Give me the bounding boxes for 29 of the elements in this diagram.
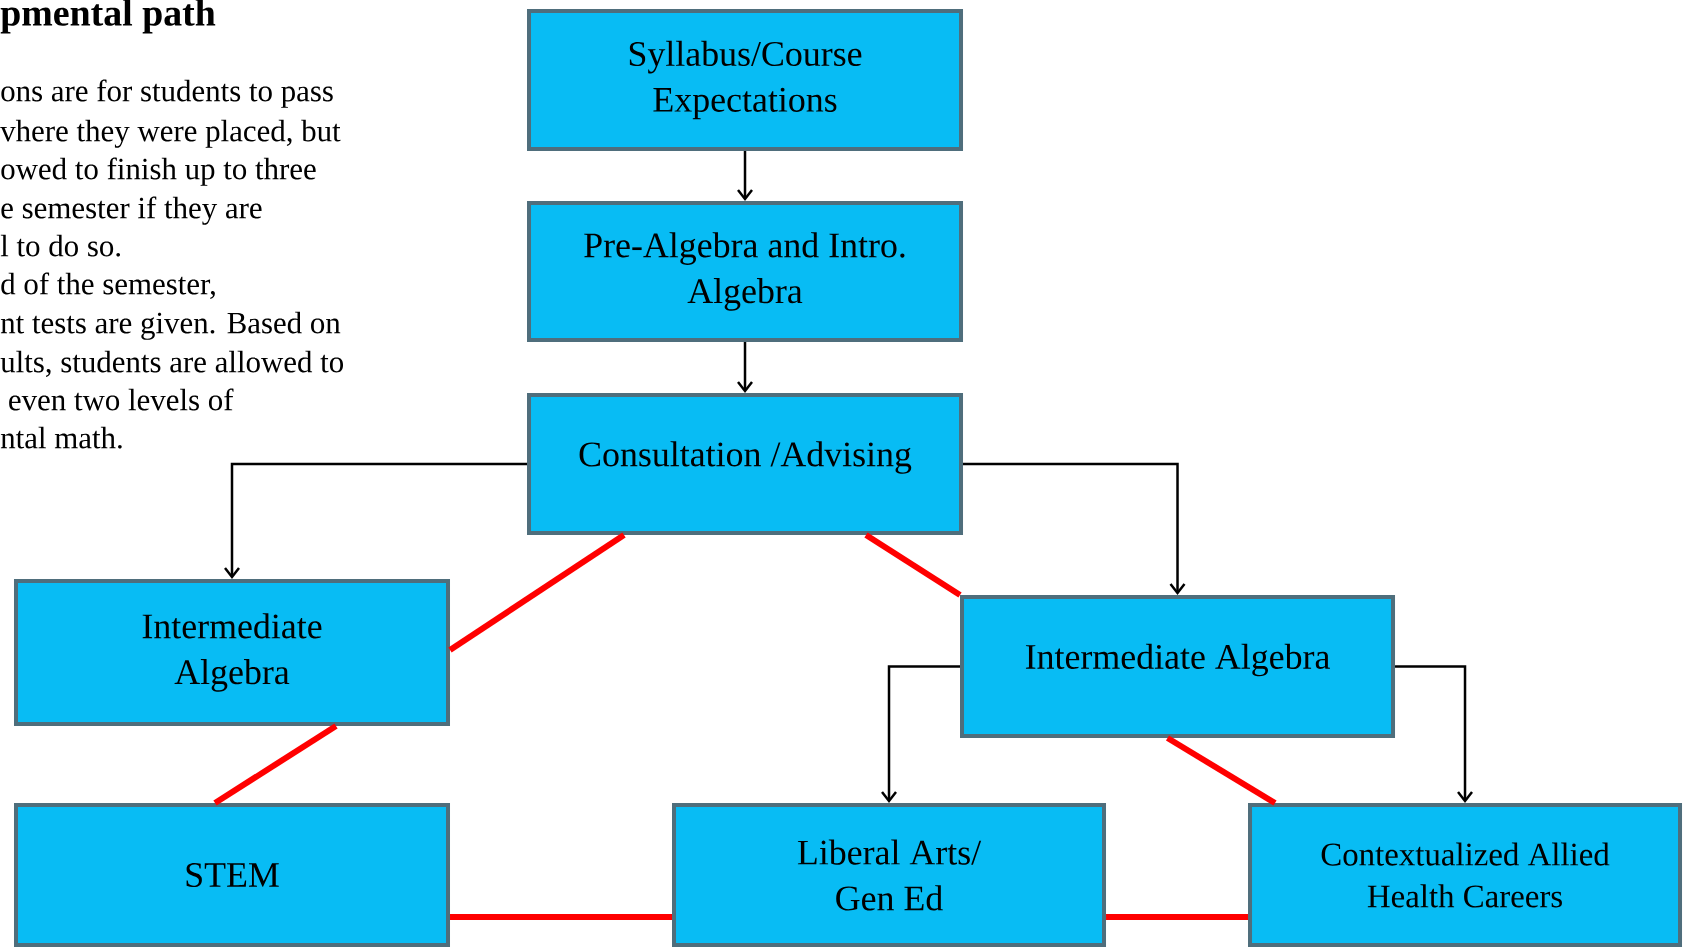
process-box: Liberal Arts/ Gen Ed <box>672 803 1106 947</box>
process-box: Intermediate Algebra <box>14 579 450 726</box>
arrow <box>963 462 1186 595</box>
arrow <box>737 342 753 393</box>
arrow <box>224 462 527 579</box>
text-line: e semester if they are <box>1 196 262 225</box>
process-box: Consultation /Advising <box>527 393 963 535</box>
text-line: ons are for students to pass <box>1 79 333 108</box>
connector-line <box>213 723 338 806</box>
text-line: ults, students are allowed to <box>0 350 343 377</box>
arrow <box>881 665 960 803</box>
text-line: even two levels of <box>9 388 234 411</box>
connector-line <box>864 532 962 598</box>
process-box: Contextualized Allied Health Careers <box>1248 803 1682 947</box>
text-line: d of the semester, <box>1 272 215 299</box>
text-line: ntal math. <box>0 426 122 449</box>
text-line: nt tests are given. Based on <box>0 311 341 340</box>
arrow <box>737 151 753 201</box>
connector-line <box>1165 735 1277 806</box>
process-box: Intermediate Algebra <box>960 595 1395 738</box>
process-box: Syllabus/Course Expectations <box>527 9 963 151</box>
text-line: owed to finish up to three <box>1 157 316 186</box>
text-line: l to do so. <box>0 234 120 257</box>
title: pmental path <box>0 0 216 34</box>
arrow <box>1395 665 1473 803</box>
process-box: Pre-Algebra and Intro. Algebra <box>527 201 963 342</box>
text-line: vhere they were placed, but <box>0 119 341 148</box>
connector-line <box>448 532 626 653</box>
process-box: STEM <box>14 803 450 947</box>
